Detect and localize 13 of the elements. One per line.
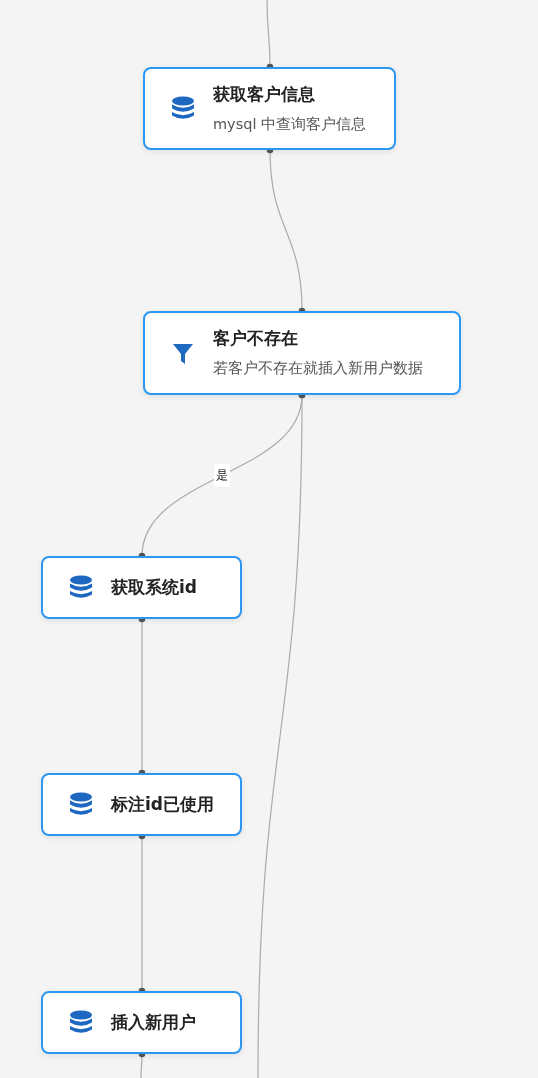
process-box [143,311,461,395]
process-box [41,773,242,836]
node-description: 若客户不存在就插入新用户数据 [213,359,423,378]
process-box [143,67,396,150]
node-title: 插入新用户 [111,1011,196,1034]
node-title: 客户不存在 [213,327,298,350]
node-description: mysql 中查询客户信息 [213,115,367,134]
node-title: 标注id已使用 [111,793,214,816]
process-box [41,556,242,619]
edge-label: 是 [214,463,230,487]
process-box [41,991,242,1054]
node-title: 获取客户信息 [213,83,315,106]
node-title: 获取系统id [111,576,197,599]
